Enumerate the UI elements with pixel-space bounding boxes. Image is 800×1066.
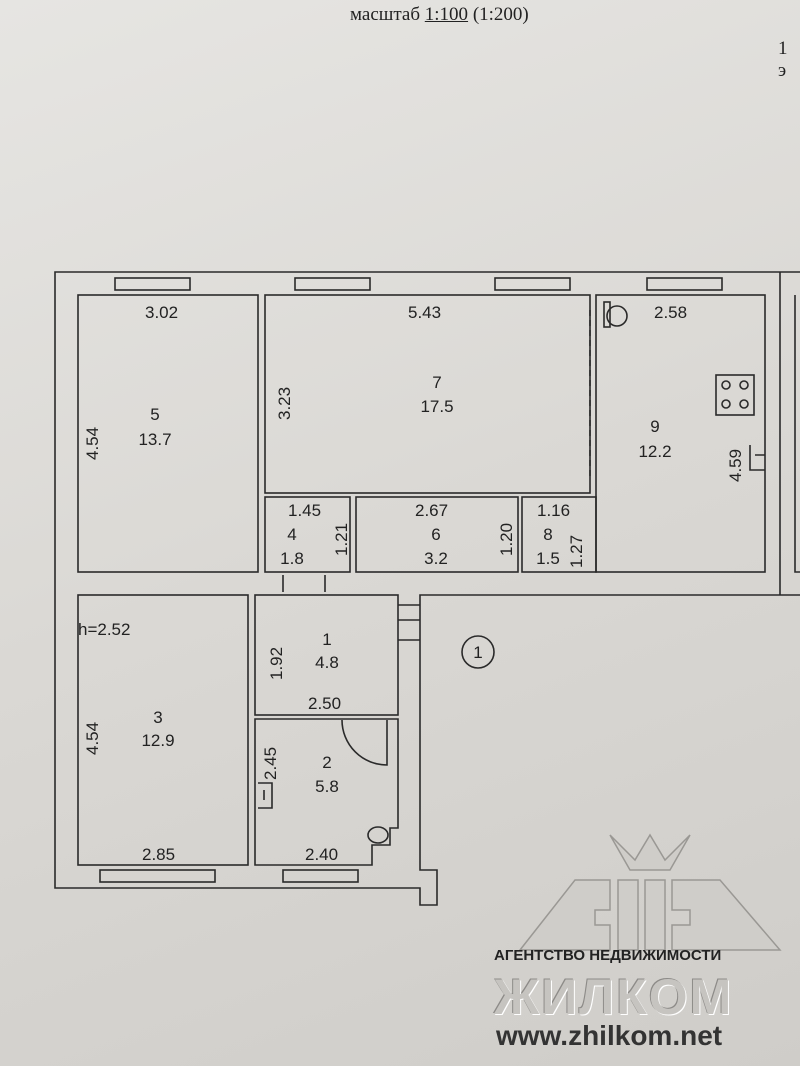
room-8-outline: [521, 496, 597, 573]
apartment-number: 1: [473, 643, 482, 662]
room-4-area: 1.8: [280, 549, 304, 568]
room-1-number: 1: [322, 630, 331, 649]
dim-room7-width: 5.43: [408, 303, 441, 322]
ceiling-height: h=2.52: [78, 620, 130, 639]
room-3-number: 3: [153, 708, 162, 727]
window: [646, 277, 723, 291]
scale-caption: масштаб 1:100 (1:200): [350, 4, 529, 26]
room-2-area: 5.8: [315, 777, 339, 796]
room-4-number: 4: [287, 525, 296, 544]
dim-room4-width: 1.45: [288, 501, 321, 520]
dim-room5-height: 4.54: [83, 427, 102, 460]
zhilkom-logo-icon: [518, 833, 782, 951]
room-2-outline: [254, 718, 399, 866]
dim-room3-width: 2.85: [142, 845, 175, 864]
room-1-area: 4.8: [315, 653, 339, 672]
washbasin-icon: [258, 782, 273, 809]
room-7-area: 17.5: [420, 397, 453, 416]
dim-room4-height: 1.21: [332, 523, 351, 556]
sink-icon: [749, 445, 765, 471]
doorway: [282, 575, 420, 641]
boiler-icon: [606, 305, 628, 327]
apartment-circle: [461, 635, 495, 669]
dim-room9-height: 4.59: [726, 449, 745, 482]
door-swing: [341, 719, 388, 766]
dim-room5-width: 3.02: [145, 303, 178, 322]
watermark-brand: ЖИЛКОМ: [494, 969, 734, 1025]
room-9-area: 12.2: [638, 442, 671, 461]
dim-room8-height: 1.27: [567, 535, 586, 568]
room-2-number: 2: [322, 753, 331, 772]
dim-room1-height: 1.92: [267, 647, 286, 680]
room-6-outline: [355, 496, 519, 573]
watermark-url: www.zhilkom.net: [496, 1020, 723, 1051]
window: [114, 277, 191, 291]
boiler-pipe: [603, 301, 611, 328]
room-5-number: 5: [150, 405, 159, 424]
dim-room8-width: 1.16: [537, 501, 570, 520]
burner: [721, 399, 731, 409]
scale-alt: (1:200): [472, 4, 529, 25]
scale-main: 1:100: [424, 4, 469, 25]
room-1-outline: [254, 594, 399, 716]
room-7-outline: [264, 294, 591, 494]
floor-label: 1 э: [778, 38, 788, 81]
window: [99, 869, 216, 883]
room-6-number: 6: [431, 525, 440, 544]
dim-room6-height: 1.20: [497, 523, 516, 556]
dim-room9-width: 2.58: [654, 303, 687, 322]
dim-room1-width: 2.50: [308, 694, 341, 713]
room-7-number: 7: [432, 373, 441, 392]
outer-wall: [54, 271, 800, 906]
window: [294, 277, 371, 291]
dim-room3-height: 4.54: [83, 722, 102, 755]
room-6-area: 3.2: [424, 549, 448, 568]
room-8-number: 8: [543, 525, 552, 544]
room-9-outline: [595, 294, 766, 573]
room-9-number: 9: [650, 417, 659, 436]
burner: [739, 380, 749, 390]
burner: [721, 380, 731, 390]
stove-icon: [715, 374, 755, 416]
dim-room2-height: 2.45: [261, 747, 280, 780]
room-3-outline: [77, 594, 249, 866]
room-8-area: 1.5: [536, 549, 560, 568]
scale-label: масштаб: [350, 4, 421, 25]
toilet-icon: [367, 826, 389, 844]
room-5-area: 13.7: [138, 430, 171, 449]
burner: [739, 399, 749, 409]
dim-room2-width: 2.40: [305, 845, 338, 864]
dim-room6-width: 2.67: [415, 501, 448, 520]
watermark-agency: АГЕНТСТВО НЕДВИЖИМОСТИ: [494, 947, 722, 964]
room-4-outline: [264, 496, 351, 573]
window: [282, 869, 359, 883]
room-5-outline: [77, 294, 259, 573]
right-wall: [779, 272, 800, 595]
dim-room7-height: 3.23: [275, 387, 294, 420]
window: [494, 277, 571, 291]
room-3-area: 12.9: [141, 731, 174, 750]
